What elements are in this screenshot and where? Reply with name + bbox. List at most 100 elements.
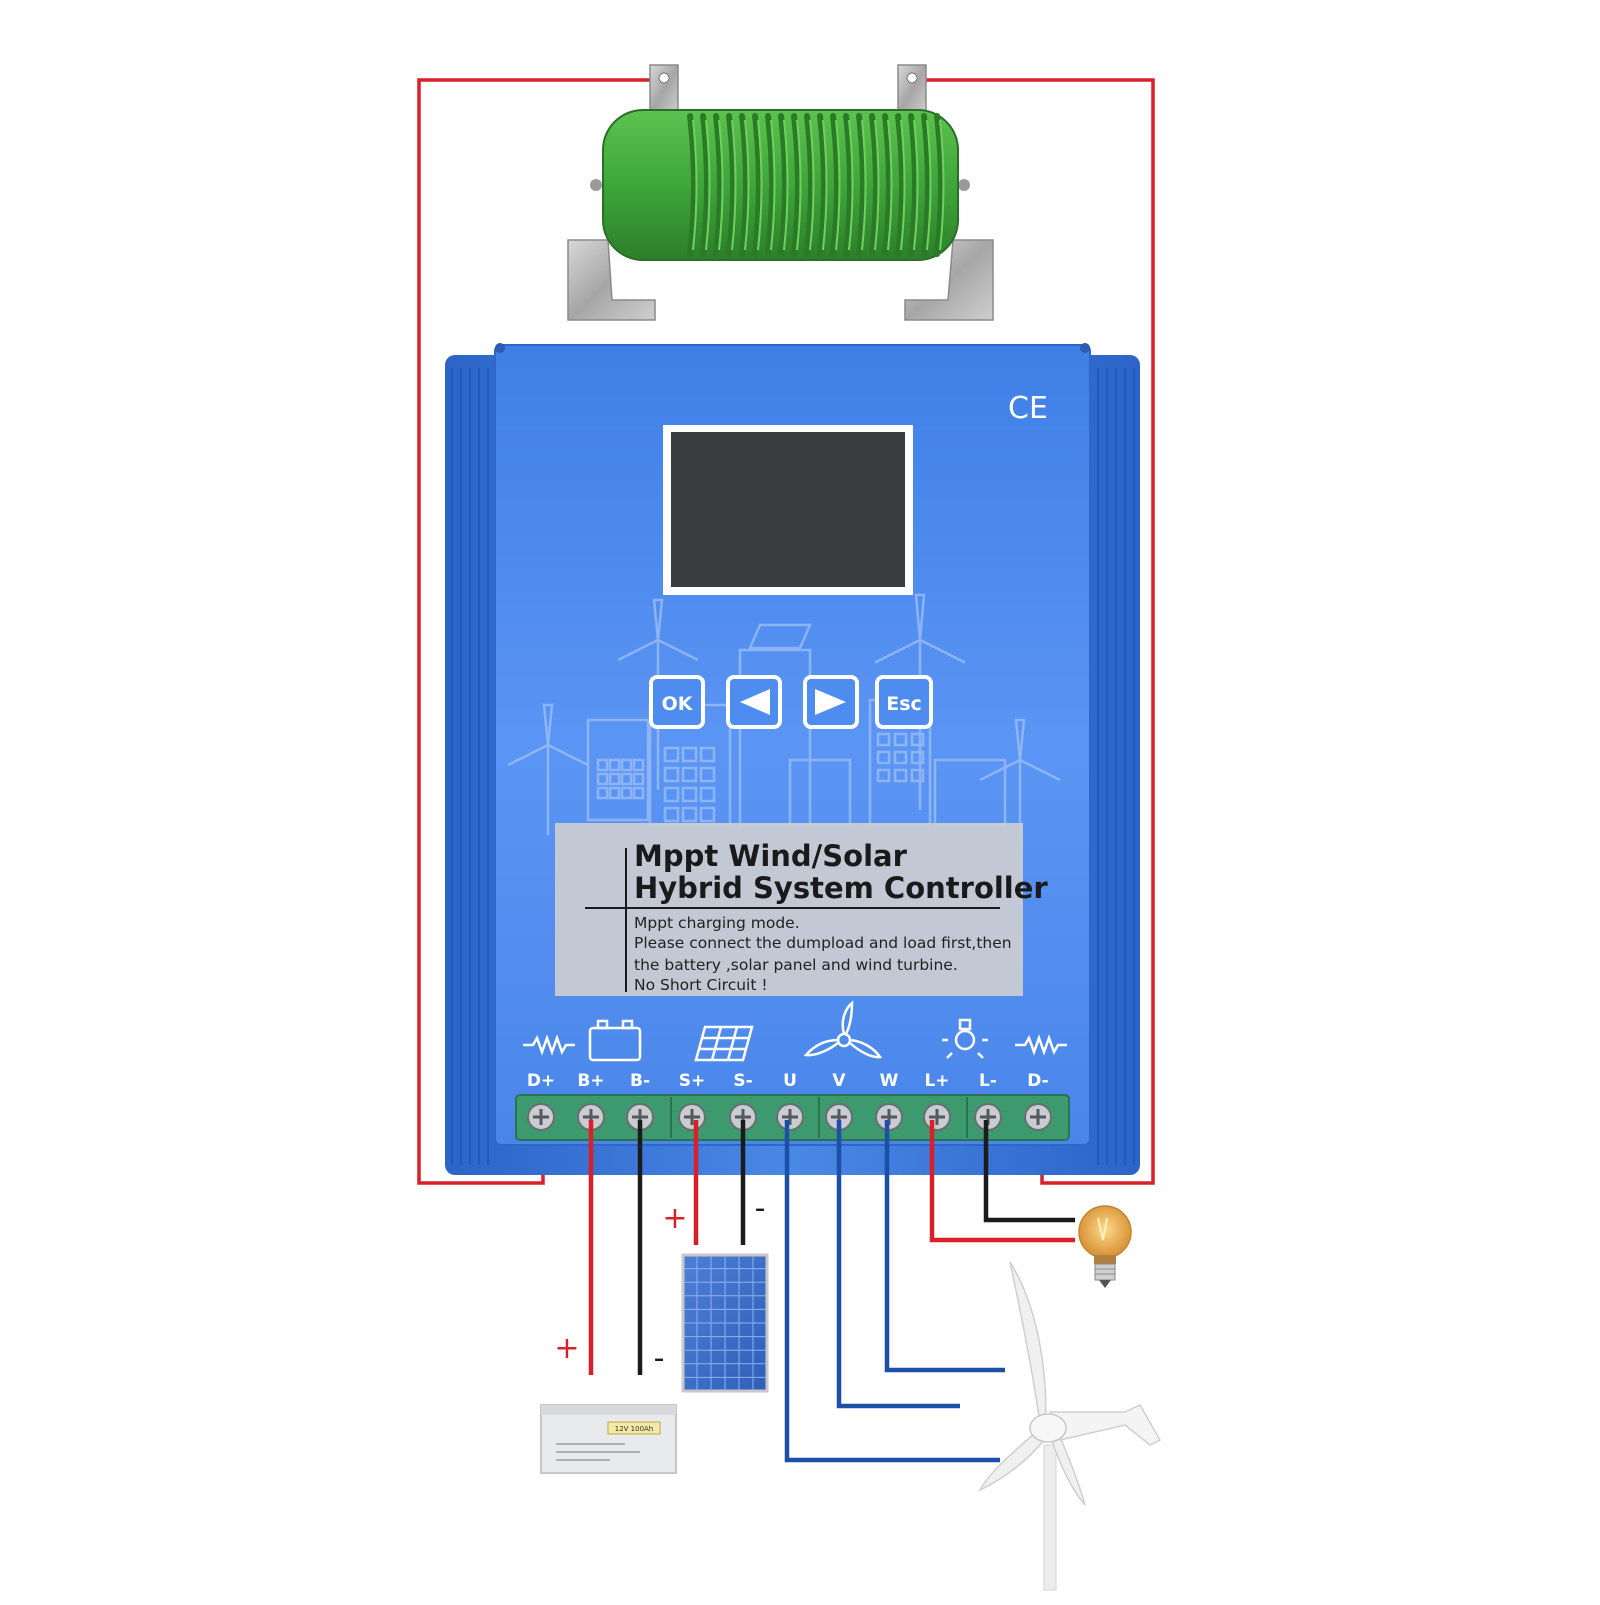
art-window-b-0-0 — [663, 746, 680, 763]
solar-panel-cells — [684, 1256, 766, 1390]
lcd-display — [663, 425, 913, 595]
art-window-b-0-1 — [681, 746, 698, 763]
coil-highlight-13 — [861, 119, 867, 251]
turbine-tail — [1048, 1404, 1162, 1446]
terminal-screw-8[interactable] — [923, 1103, 951, 1131]
coil-ridge-6 — [765, 113, 775, 257]
art-window-c-1-0 — [876, 732, 891, 747]
turbine-tower — [1043, 1444, 1057, 1591]
art-window-a-0-2 — [620, 758, 633, 772]
art-window-b-1-1 — [681, 766, 698, 783]
solar-negative-mark: - — [755, 1191, 766, 1226]
coil-highlight-5 — [757, 119, 763, 251]
coil-ridge-11 — [830, 113, 840, 257]
coil-highlight-4 — [744, 119, 750, 251]
dump-load-resistor — [567, 64, 994, 321]
load-positive-wire — [929, 1120, 1075, 1243]
art-window-a-1-3 — [632, 772, 645, 786]
coil-highlight-7 — [783, 119, 789, 251]
art-window-c-1-2 — [910, 732, 925, 747]
battery: 12V 100Ah — [540, 1404, 677, 1474]
terminal-label-10: D- — [1027, 1071, 1048, 1091]
terminal-screw-0[interactable] — [527, 1103, 555, 1131]
art-window-b-2-1 — [681, 786, 698, 803]
coil-ridge-2 — [713, 113, 723, 257]
coil-highlight-14 — [874, 119, 880, 251]
resistor-tab-hole-right — [906, 72, 918, 84]
right-arrow-icon — [815, 689, 846, 715]
label-body-line3: the battery ,solar panel and wind turbin… — [634, 956, 958, 974]
art-window-b-2-2 — [699, 786, 716, 803]
coil-ridge-7 — [778, 113, 788, 257]
art-window-c-3-1 — [893, 768, 908, 783]
art-window-a-2-1 — [608, 786, 621, 800]
coil-ridge-13 — [856, 113, 866, 257]
screw-top-left — [495, 343, 505, 353]
load-light-bulb — [1078, 1205, 1132, 1288]
coil-ridge-9 — [804, 113, 814, 257]
battery-rating: 12V 100Ah — [615, 1425, 654, 1433]
terminal-label-9: L- — [979, 1071, 997, 1091]
art-turbine-2 — [507, 703, 589, 835]
coil-ridge-18 — [921, 113, 931, 257]
terminal-label-0: D+ — [527, 1071, 555, 1091]
coil-ridge-17 — [908, 113, 918, 257]
info-label-plate — [555, 823, 1023, 996]
coil-ridge-3 — [726, 113, 736, 257]
coil-ridge-4 — [739, 113, 749, 257]
left-button[interactable] — [726, 675, 782, 729]
art-window-b-0-2 — [699, 746, 716, 763]
right-button[interactable] — [803, 675, 859, 729]
esc-button[interactable]: Esc — [875, 675, 933, 729]
terminal-screw-10[interactable] — [1024, 1103, 1052, 1131]
bulb-base — [1094, 1263, 1116, 1281]
bulb-tip — [1099, 1280, 1111, 1288]
resistor-end-bolt-left — [590, 179, 602, 191]
turbine-blade-down — [1051, 1430, 1086, 1506]
coil-ridge-1 — [700, 113, 710, 257]
coil-highlight-19 — [939, 119, 945, 251]
terminal-label-7: W — [880, 1071, 899, 1091]
art-window-a-0-0 — [596, 758, 609, 772]
art-window-b-1-0 — [663, 766, 680, 783]
coil-ridge-15 — [882, 113, 892, 257]
art-window-b-3-0 — [663, 806, 680, 823]
coil-ridge-12 — [843, 113, 853, 257]
label-title-line2: Hybrid System Controller — [634, 871, 1048, 905]
terminal-screw-9[interactable] — [974, 1103, 1002, 1131]
heatsink-fins — [451, 368, 1135, 1165]
coil-ridge-14 — [869, 113, 879, 257]
esc-button-label: Esc — [886, 693, 922, 715]
bulb-filament — [1097, 1217, 1108, 1241]
coil-highlight-2 — [718, 119, 724, 251]
wind-phase-v-wire — [836, 1120, 960, 1409]
solar-positive-mark: + — [662, 1201, 687, 1236]
dump-load-resistor-icon-right — [1015, 1034, 1067, 1056]
terminal-label-3: S+ — [679, 1071, 706, 1091]
art-window-b-3-2 — [699, 806, 716, 823]
coil-highlight-11 — [835, 119, 841, 251]
coil-ridge-16 — [895, 113, 905, 257]
coil-highlight-18 — [926, 119, 932, 251]
coil-highlight-17 — [913, 119, 919, 251]
art-window-c-2-1 — [893, 750, 908, 765]
wind-phase-u-wire — [784, 1120, 1000, 1463]
terminal-screw-5[interactable] — [776, 1103, 804, 1131]
solar-panel-icon — [694, 1025, 754, 1062]
terminal-symbols — [523, 1000, 1067, 1062]
turbine-blade-left — [978, 1430, 1046, 1492]
bulb-neck — [1094, 1255, 1116, 1264]
art-window-c-2-2 — [910, 750, 925, 765]
battery-positive-mark: + — [554, 1331, 579, 1366]
art-window-a-1-0 — [596, 772, 609, 786]
terminal-screw-3[interactable] — [678, 1103, 706, 1131]
screw-top-right — [1080, 343, 1090, 353]
ok-button[interactable]: OK — [649, 675, 705, 729]
coil-highlight-16 — [900, 119, 906, 251]
terminal-screw-2[interactable] — [626, 1103, 654, 1131]
coil-highlight-8 — [796, 119, 802, 251]
battery-lid — [541, 1405, 676, 1415]
terminal-screws — [527, 1103, 1052, 1131]
coil-highlight-15 — [887, 119, 893, 251]
coil-highlight-3 — [731, 119, 737, 251]
